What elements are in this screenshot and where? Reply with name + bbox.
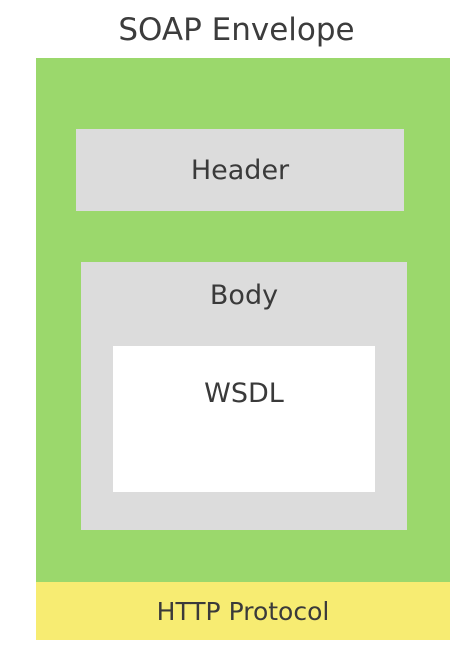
- header-label: Header: [190, 154, 290, 186]
- diagram-title: SOAP Envelope: [118, 12, 355, 48]
- body-label: Body: [209, 280, 279, 311]
- http-protocol-label: HTTP Protocol: [156, 596, 330, 626]
- wsdl-label: WSDL: [204, 378, 284, 409]
- http-protocol-box: HTTP Protocol: [36, 582, 450, 640]
- wsdl-box: WSDL: [113, 346, 375, 492]
- header-box: Header: [76, 129, 404, 211]
